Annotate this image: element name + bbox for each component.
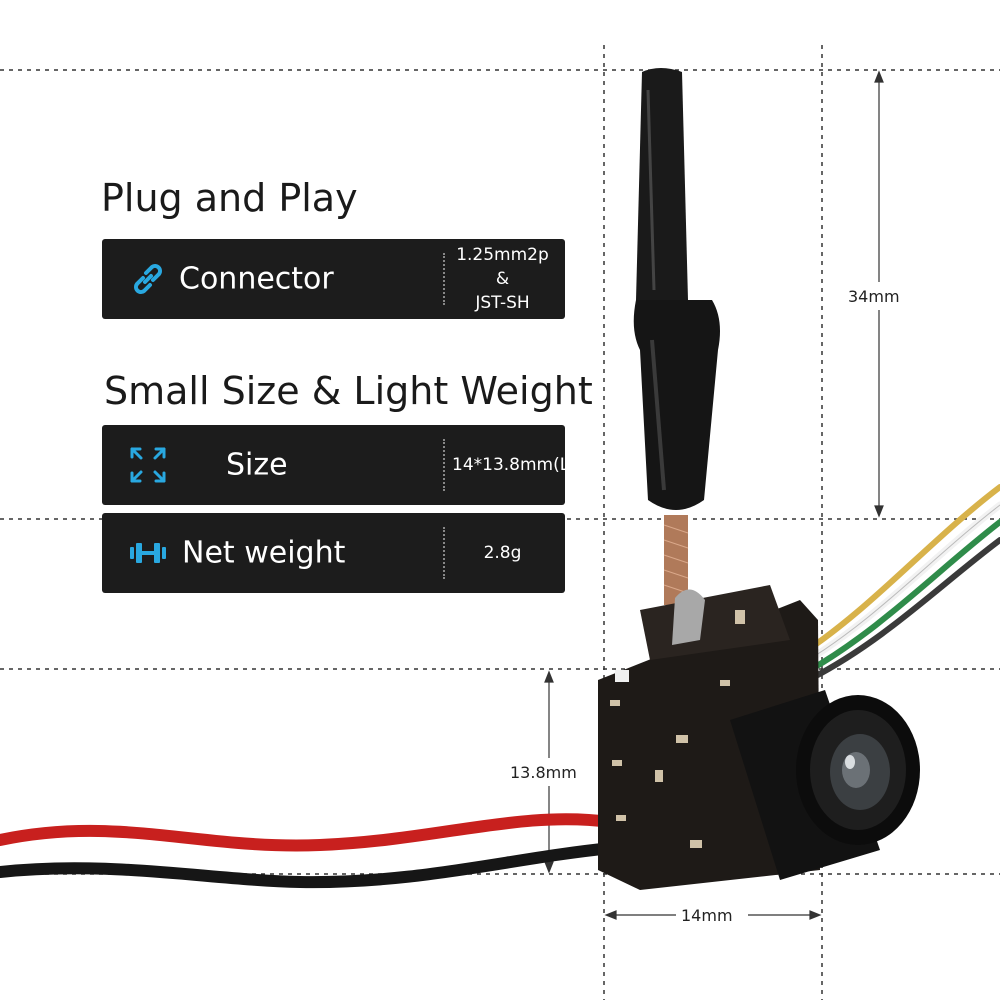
link-icon <box>134 264 162 294</box>
weight-label: Net weight <box>182 535 346 571</box>
size-label: Size <box>226 447 288 483</box>
connector-value: Molex 1.25mm2p & JST-SH 1.0mm 4P <box>452 219 553 339</box>
connector-card: Connector Molex 1.25mm2p & JST-SH 1.0mm … <box>102 221 565 337</box>
card-divider <box>443 527 445 579</box>
size-card: Size 14*13.8mm(L*W) <box>102 425 602 505</box>
plug-and-play-heading: Plug and Play <box>101 176 358 220</box>
connector-value-line1: Molex 1.25mm2p & <box>456 221 549 289</box>
connector-label: Connector <box>179 261 334 297</box>
connector-value-line2: JST-SH 1.0mm 4P <box>459 293 546 337</box>
dumbbell-icon <box>130 543 166 563</box>
dimension-width-label: 14mm <box>679 906 735 925</box>
size-value: 14*13.8mm(L*W) <box>452 455 602 475</box>
weight-value: 2.8g <box>483 543 522 563</box>
dimension-depth-label: 13.8mm <box>508 763 579 782</box>
expand-arrows-icon <box>130 447 166 483</box>
card-divider <box>443 253 445 305</box>
dimension-height-label: 34mm <box>846 287 902 306</box>
small-size-heading: Small Size & Light Weight <box>104 369 593 413</box>
weight-card: Net weight 2.8g <box>102 513 565 593</box>
card-divider <box>443 439 445 491</box>
